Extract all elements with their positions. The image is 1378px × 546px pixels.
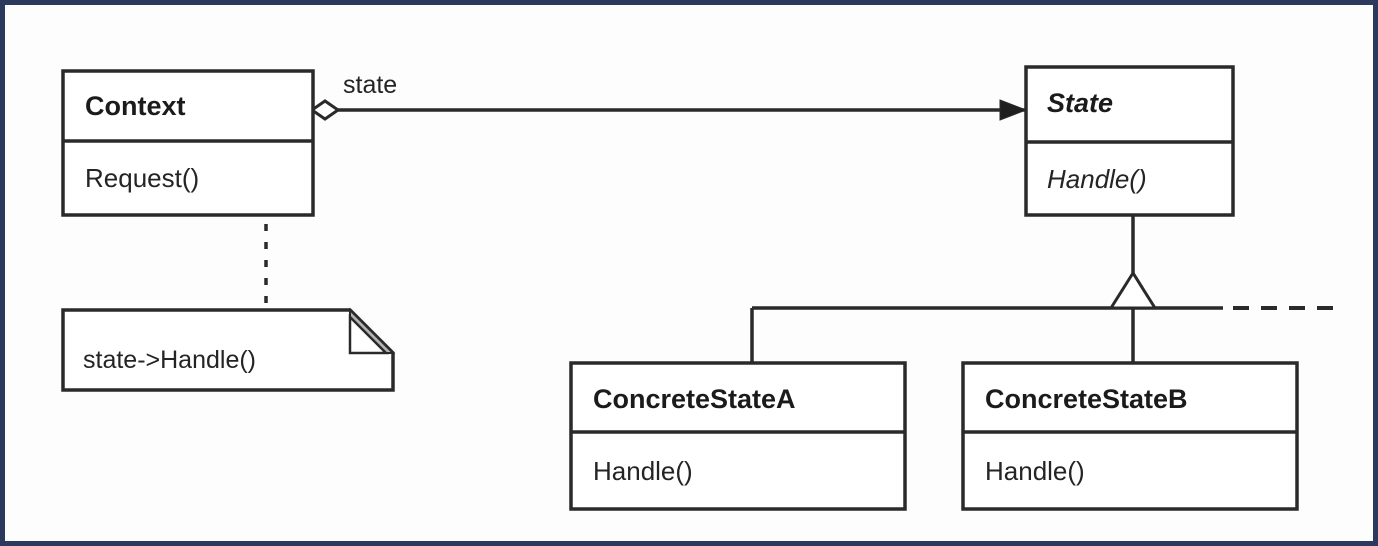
context-operation-request: Request() <box>85 163 199 193</box>
arrowhead-icon <box>999 99 1028 121</box>
state-class-name: State <box>1047 88 1113 118</box>
generalization-connector[interactable] <box>750 215 1343 363</box>
inheritance-triangle-icon <box>1108 270 1158 310</box>
concrete-state-b-operation-handle: Handle() <box>985 456 1085 486</box>
note-text: state->Handle() <box>83 346 256 374</box>
note-box-outline <box>61 308 395 392</box>
class-box-concrete-state-b[interactable]: ConcreteStateB Handle() <box>961 361 1299 511</box>
concrete-state-a-box-outline <box>569 361 907 511</box>
note-box[interactable]: state->Handle() <box>61 307 396 392</box>
state-pattern-diagram: Context Request() State Handle() Concret… <box>61 65 1343 511</box>
context-box-outline <box>61 69 315 217</box>
aggregation-role-label: state <box>343 71 397 99</box>
concrete-state-a-operation-handle: Handle() <box>593 456 693 486</box>
aggregation-diamond-icon <box>309 99 341 121</box>
class-box-concrete-state-a[interactable]: ConcreteStateA Handle() <box>569 361 907 511</box>
concrete-state-a-class-name: ConcreteStateA <box>593 384 796 414</box>
state-operation-handle: Handle() <box>1047 164 1147 194</box>
concrete-state-b-class-name: ConcreteStateB <box>985 384 1188 414</box>
context-class-name: Context <box>85 91 186 121</box>
class-box-state[interactable]: State Handle() <box>1024 65 1235 217</box>
aggregation-connector[interactable] <box>309 99 1028 121</box>
class-box-context[interactable]: Context Request() <box>61 69 315 217</box>
note-fold-flap-icon <box>348 313 390 355</box>
concrete-state-b-box-outline <box>961 361 1299 511</box>
